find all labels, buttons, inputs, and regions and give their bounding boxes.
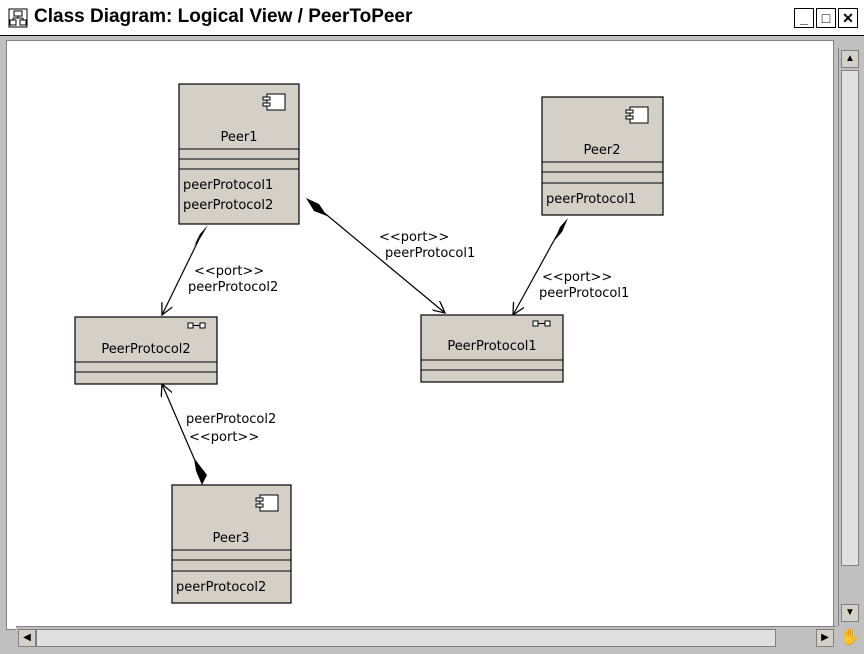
link-peer3-pp2[interactable]: peerProtocol2 <<port>> — [162, 384, 276, 485]
class-diagram-icon — [8, 8, 28, 28]
attribute: peerProtocol1 — [183, 178, 273, 193]
link-peer1-pp2[interactable]: <<port>> peerProtocol2 — [162, 225, 278, 315]
class-name: PeerProtocol1 — [447, 339, 536, 354]
component-icon — [625, 106, 649, 124]
attribute: peerProtocol2 — [176, 580, 266, 595]
composition-diamond — [554, 218, 568, 241]
link-label: <<port>> — [189, 430, 259, 445]
attribute: peerProtocol1 — [546, 192, 636, 207]
link-label: <<port>> — [379, 230, 449, 245]
class-peerprotocol2[interactable]: PeerProtocol2 — [74, 316, 218, 385]
link-peer1-pp1[interactable]: <<port>> peerProtocol1 — [306, 198, 475, 313]
maximize-button[interactable]: □ — [816, 8, 836, 28]
component-icon — [262, 93, 286, 111]
title-bar[interactable]: Class Diagram: Logical View / PeerToPeer… — [0, 0, 864, 36]
component-icon — [255, 494, 279, 512]
class-name: Peer3 — [213, 531, 250, 546]
close-button[interactable]: ✕ — [838, 8, 858, 28]
class-peerprotocol1[interactable]: PeerProtocol1 — [420, 314, 564, 383]
link-label: peerProtocol2 — [188, 280, 278, 295]
attribute: peerProtocol2 — [183, 198, 273, 213]
interface-icon — [187, 322, 206, 329]
vertical-scrollbar[interactable]: ▲ ▼ — [838, 48, 860, 626]
class-peer1[interactable]: Peer1 peerProtocol1 peerProtocol2 — [178, 83, 300, 225]
class-peer2[interactable]: Peer2 peerProtocol1 — [541, 96, 664, 216]
scroll-down-icon[interactable]: ▼ — [841, 604, 859, 622]
scroll-up-icon[interactable]: ▲ — [841, 50, 859, 68]
link-label: <<port>> — [194, 264, 264, 279]
class-name: Peer2 — [584, 143, 621, 158]
composition-diamond — [194, 225, 208, 246]
diagram-canvas[interactable]: <<port>> peerProtocol2 <<port>> peerProt… — [6, 40, 834, 630]
minimize-button[interactable]: _ — [794, 8, 814, 28]
link-label: <<port>> — [542, 270, 612, 285]
vertical-scroll-thumb[interactable] — [841, 70, 859, 566]
scroll-left-icon[interactable]: ◀ — [18, 629, 36, 647]
link-label: peerProtocol1 — [385, 246, 475, 261]
class-name: PeerProtocol2 — [101, 342, 190, 357]
class-peer3[interactable]: Peer3 peerProtocol2 — [171, 484, 292, 604]
hand-grip-icon[interactable]: ✋ — [840, 629, 860, 646]
link-label: peerProtocol1 — [539, 286, 629, 301]
scroll-right-icon[interactable]: ▶ — [816, 629, 834, 647]
composition-diamond — [306, 198, 327, 216]
window-title: Class Diagram: Logical View / PeerToPeer — [34, 6, 413, 27]
horizontal-scrollbar[interactable]: ◀ ▶ — [16, 626, 836, 648]
link-peer2-pp1[interactable]: <<port>> peerProtocol1 — [513, 218, 629, 315]
composition-diamond — [194, 458, 207, 485]
class-name: Peer1 — [221, 130, 258, 145]
link-label: peerProtocol2 — [186, 412, 276, 427]
interface-icon — [532, 320, 551, 327]
horizontal-scroll-thumb[interactable] — [36, 629, 776, 647]
